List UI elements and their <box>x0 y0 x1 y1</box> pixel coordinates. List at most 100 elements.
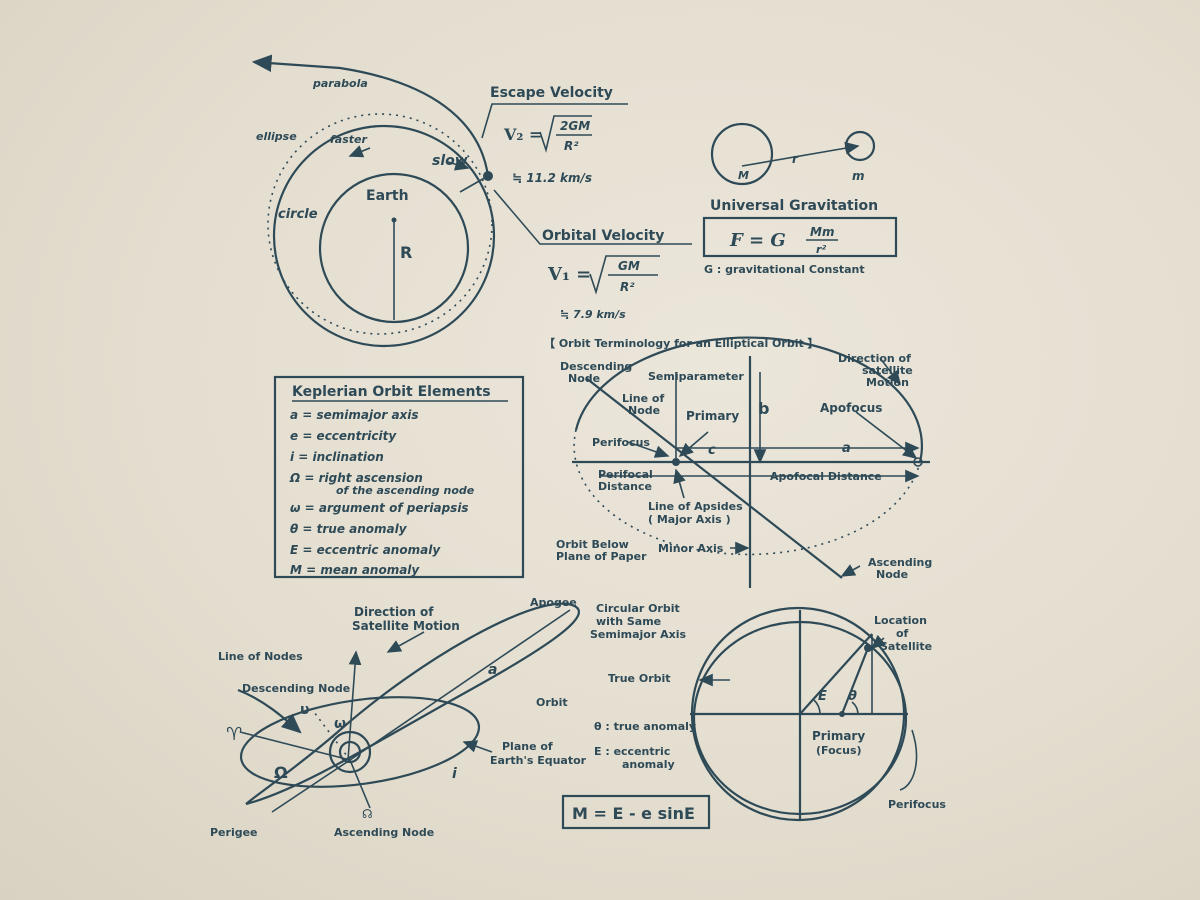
label-location-2: of <box>896 627 909 640</box>
terminology-heading: 【 Orbit Terminology for an Elliptical Or… <box>544 337 819 350</box>
circular-orbit <box>272 124 496 348</box>
kepler-equation-block: M = E - e sinE <box>561 794 711 830</box>
label-line-of-node-2: Node <box>628 404 660 417</box>
label-apogee: Apogee <box>530 596 577 609</box>
label-radius: R <box>400 243 412 262</box>
label-node-symbol: ☊ <box>362 807 373 821</box>
label-minor-axis: Minor Axis <box>658 542 724 555</box>
label-r: r <box>792 152 799 166</box>
label-primary-1: Primary <box>812 729 865 743</box>
label-direction-2: Satellite Motion <box>352 619 460 633</box>
label-perifocus-circ: Perifocus <box>888 798 946 811</box>
label-plane-2: Earth's Equator <box>490 754 587 767</box>
label-below-2: Plane of Paper <box>556 550 647 563</box>
label-a: a <box>842 441 851 456</box>
escape-numerator: 2GM <box>560 119 590 133</box>
orbit-terminology-diagram: 【 Orbit Terminology for an Elliptical Or… <box>544 336 932 588</box>
orbital-value: ≒ 7.9 km/s <box>560 308 626 321</box>
label-apofocal: Apofocal Distance <box>770 470 882 483</box>
label-slow: slow <box>432 153 468 169</box>
label-true-orbit: True Orbit <box>608 672 671 685</box>
label-m: m <box>852 169 865 183</box>
escape-value: ≒ 11.2 km/s <box>512 171 592 185</box>
label-e-note-1: E : eccentric <box>594 745 670 758</box>
kepler-item-raan: Ω = right ascension <box>289 471 423 485</box>
label-line-of-nodes: Line of Nodes <box>218 650 303 663</box>
gravitation-numerator: Mm <box>810 225 834 239</box>
label-circle: circle <box>278 207 318 222</box>
label-apofocus: Apofocus <box>820 401 882 415</box>
label-e-note-2: anomaly <box>622 758 675 771</box>
escape-leader <box>481 103 628 139</box>
label-parabola: parabola <box>312 77 368 90</box>
label-apsides-1: Line of Apsides <box>648 500 743 513</box>
kepler-item-E: E = eccentric anomaly <box>290 543 441 557</box>
label-ellipse: ellipse <box>256 130 297 143</box>
label-circular-2: with Same <box>596 615 661 628</box>
line-of-nodes <box>585 377 843 579</box>
mass-big-circle <box>710 122 774 186</box>
label-ascending-node: Ascending Node <box>334 826 434 839</box>
kepler-item-i: i = inclination <box>290 450 384 464</box>
apogee-line <box>349 609 571 761</box>
label-circular-1: Circular Orbit <box>596 602 680 615</box>
escape-heading: Escape Velocity <box>490 85 613 101</box>
kepler-heading: Keplerian Orbit Elements <box>292 384 491 400</box>
label-semiparameter: Semiparameter <box>648 370 744 383</box>
label-perigee: Perigee <box>210 826 258 839</box>
label-E: E <box>818 689 827 704</box>
escape-denominator: R² <box>564 139 579 153</box>
label-apsides-2: ( Major Axis ) <box>648 513 731 526</box>
orbital-heading: Orbital Velocity <box>542 228 664 244</box>
label-orbit: Orbit <box>536 696 568 709</box>
label-line-of-node-1: Line of <box>622 392 664 405</box>
equatorial-plane <box>239 696 481 788</box>
gravitation-note: G : gravitational Constant <box>704 263 865 276</box>
label-aries: ♈ <box>226 724 242 745</box>
orbital-leader <box>493 189 692 245</box>
kepler-frame <box>273 375 525 579</box>
kepler-item-a: a = semimajor axis <box>290 408 419 422</box>
escape-lhs: V₂ = <box>503 125 542 144</box>
gravitation-denominator: r² <box>816 243 826 256</box>
label-nu: υ <box>300 702 309 718</box>
label-ascending-node-2: Node <box>876 568 908 581</box>
label-direction-2: satellite <box>862 364 913 377</box>
label-faster: faster <box>330 133 367 146</box>
gravitation-formula-box <box>702 216 898 258</box>
orbital-velocity-block: Orbital Velocity V₁ = GM R² ≒ 7.9 km/s <box>542 228 664 321</box>
label-b: b <box>758 399 769 418</box>
gravitation-heading: Universal Gravitation <box>710 198 878 214</box>
label-perifocal-1: Perifocal <box>598 468 653 481</box>
satellite-location <box>864 644 872 652</box>
label-omega-big: Ω <box>274 763 288 782</box>
earth-velocity-diagram: parabola ellipse faster slow Earth circl… <box>251 54 692 348</box>
label-theta: θ <box>848 689 857 704</box>
orbital-lhs: V₁ = <box>547 264 591 285</box>
label-perifocal-2: Distance <box>598 480 652 493</box>
kepler-equation-box <box>561 794 711 830</box>
label-M: M <box>738 169 749 182</box>
label-location-3: Satellite <box>880 640 932 653</box>
label-below-1: Orbit Below <box>556 538 629 551</box>
label-primary: Primary <box>686 409 739 423</box>
orbital-denominator: R² <box>620 280 635 294</box>
label-perifocus: Perifocus <box>592 436 650 449</box>
label-inclination: i <box>452 766 457 782</box>
label-descending-node-1: Descending <box>560 360 632 373</box>
orbit-3d-diagram: Apogee Direction of Satellite Motion Lin… <box>210 596 587 839</box>
kepler-equation: M = E - e sinE <box>572 804 695 823</box>
label-direction-3: Motion <box>866 376 909 389</box>
parabola-trajectory <box>251 54 490 177</box>
label-omega-small: ω <box>334 716 346 732</box>
gravitation-lhs: F = G <box>729 230 786 251</box>
circular-orbit-diagram: Circular Orbit with Same Semimajor Axis … <box>590 602 946 822</box>
gravitation-block: M r m Universal Gravitation F = G Mm r² … <box>702 122 898 276</box>
label-plane-1: Plane of <box>502 740 553 753</box>
elliptical-orbit <box>267 113 493 335</box>
kepler-item-theta: θ = true anomaly <box>290 522 408 536</box>
kepler-item-omega: ω = argument of periapsis <box>290 501 469 515</box>
label-primary-2: (Focus) <box>816 744 862 757</box>
